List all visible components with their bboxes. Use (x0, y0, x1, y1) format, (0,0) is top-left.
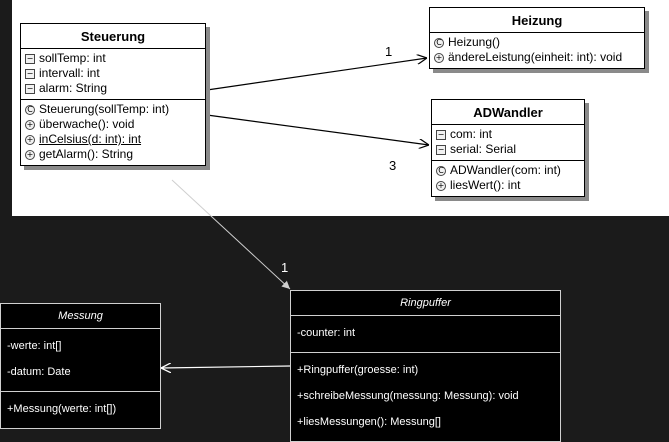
constructor-icon: C (25, 104, 35, 115)
member-text: serial: Serial (450, 142, 517, 156)
multiplicity-heizung: 1 (385, 44, 393, 59)
field-icon: − (436, 144, 446, 155)
method-row[interactable]: +Ringpuffer(groesse: int) (297, 364, 419, 376)
class-adwandler[interactable]: ADWandler −com: int −serial: Serial C ADW… (431, 99, 585, 197)
member-text: ADWandler(com: int) (450, 163, 561, 177)
method-row[interactable]: + ändereLeistung(einheit: int): void (434, 50, 640, 65)
member-text: liesWert(): int (450, 178, 521, 192)
method-row[interactable]: + überwache(): void (25, 117, 201, 132)
class-title: Ringpuffer (291, 291, 560, 316)
class-title: Steuerung (21, 24, 205, 49)
public-method-icon: + (25, 119, 35, 130)
field-row[interactable]: −sollTemp: int (25, 51, 201, 66)
public-method-icon: + (25, 149, 35, 160)
field-row[interactable]: -datum: Date (7, 366, 71, 378)
methods-section: C ADWandler(com: int) + liesWert(): int (432, 160, 584, 196)
field-icon: − (25, 83, 35, 94)
member-text: intervall: int (39, 66, 100, 80)
field-row[interactable]: −com: int (436, 127, 580, 142)
member-text: inCelsius(d: int): int (39, 132, 142, 146)
member-text: sollTemp: int (39, 51, 106, 65)
arrow-steuerung-adwandler (206, 114, 429, 145)
arrow-steuerung-heizung (206, 58, 427, 91)
class-heizung[interactable]: Heizung C Heizung() + ändereLeistung(einhe… (429, 7, 645, 69)
class-title: Messung (1, 304, 160, 329)
fields-section: −sollTemp: int −intervall: int −alarm: S… (21, 49, 205, 99)
public-method-icon: + (436, 180, 446, 191)
method-row[interactable]: C Heizung() (434, 35, 640, 50)
method-row[interactable]: + liesWert(): int (436, 178, 580, 193)
method-row[interactable]: C Steuerung(sollTemp: int) (25, 102, 201, 117)
field-row[interactable]: −intervall: int (25, 66, 201, 81)
method-row[interactable]: +Messung(werte: int[]) (7, 403, 117, 415)
constructor-icon: C (434, 37, 444, 48)
member-text: Heizung() (448, 35, 501, 49)
class-steuerung[interactable]: Steuerung −sollTemp: int −intervall: int… (20, 23, 206, 166)
member-text: com: int (450, 127, 493, 141)
member-text: getAlarm(): String (39, 147, 134, 161)
arrow-steuerung-ringpuffer (171, 179, 291, 290)
methods-section: +Ringpuffer(groesse: int) +schreibeMessu… (291, 352, 560, 441)
constructor-icon: C (436, 165, 446, 176)
method-row[interactable]: +schreibeMessung(messung: Messung): void (297, 390, 519, 402)
methods-section: +Messung(werte: int[]) (1, 391, 160, 428)
member-text: ändereLeistung(einheit: int): void (448, 50, 623, 64)
field-row[interactable]: −alarm: String (25, 81, 201, 96)
class-messung[interactable]: Messung -werte: int[] -datum: Date +Mess… (0, 303, 161, 429)
methods-section: C Steuerung(sollTemp: int) + überwache(): … (21, 99, 205, 165)
multiplicity-adwandler: 3 (389, 158, 397, 173)
class-title: Heizung (430, 8, 644, 33)
member-text: Steuerung(sollTemp: int) (39, 102, 170, 116)
method-row[interactable]: + getAlarm(): String (25, 147, 201, 162)
field-icon: − (25, 53, 35, 64)
member-text: überwache(): void (39, 117, 135, 131)
public-method-icon: + (25, 134, 35, 145)
fields-section: -counter: int (291, 316, 560, 352)
class-title: ADWandler (432, 100, 584, 125)
public-method-icon: + (434, 52, 444, 63)
fields-section: -werte: int[] -datum: Date (1, 329, 160, 391)
method-row[interactable]: C ADWandler(com: int) (436, 163, 580, 178)
class-ringpuffer[interactable]: Ringpuffer -counter: int +Ringpuffer(gro… (290, 290, 561, 442)
methods-section: C Heizung() + ändereLeistung(einheit: int)… (430, 33, 644, 68)
multiplicity-ringpuffer: 1 (281, 260, 289, 275)
field-icon: − (25, 68, 35, 79)
member-text: alarm: String (39, 81, 108, 95)
method-row[interactable]: +liesMessungen(): Messung[] (297, 416, 441, 428)
field-icon: − (436, 129, 446, 140)
field-row[interactable]: -counter: int (297, 327, 356, 339)
field-row[interactable]: −serial: Serial (436, 142, 580, 157)
method-row[interactable]: + inCelsius(d: int): int (25, 132, 201, 147)
fields-section: −com: int −serial: Serial (432, 125, 584, 160)
arrow-ringpuffer-messung (161, 366, 291, 368)
field-row[interactable]: -werte: int[] (7, 340, 62, 352)
